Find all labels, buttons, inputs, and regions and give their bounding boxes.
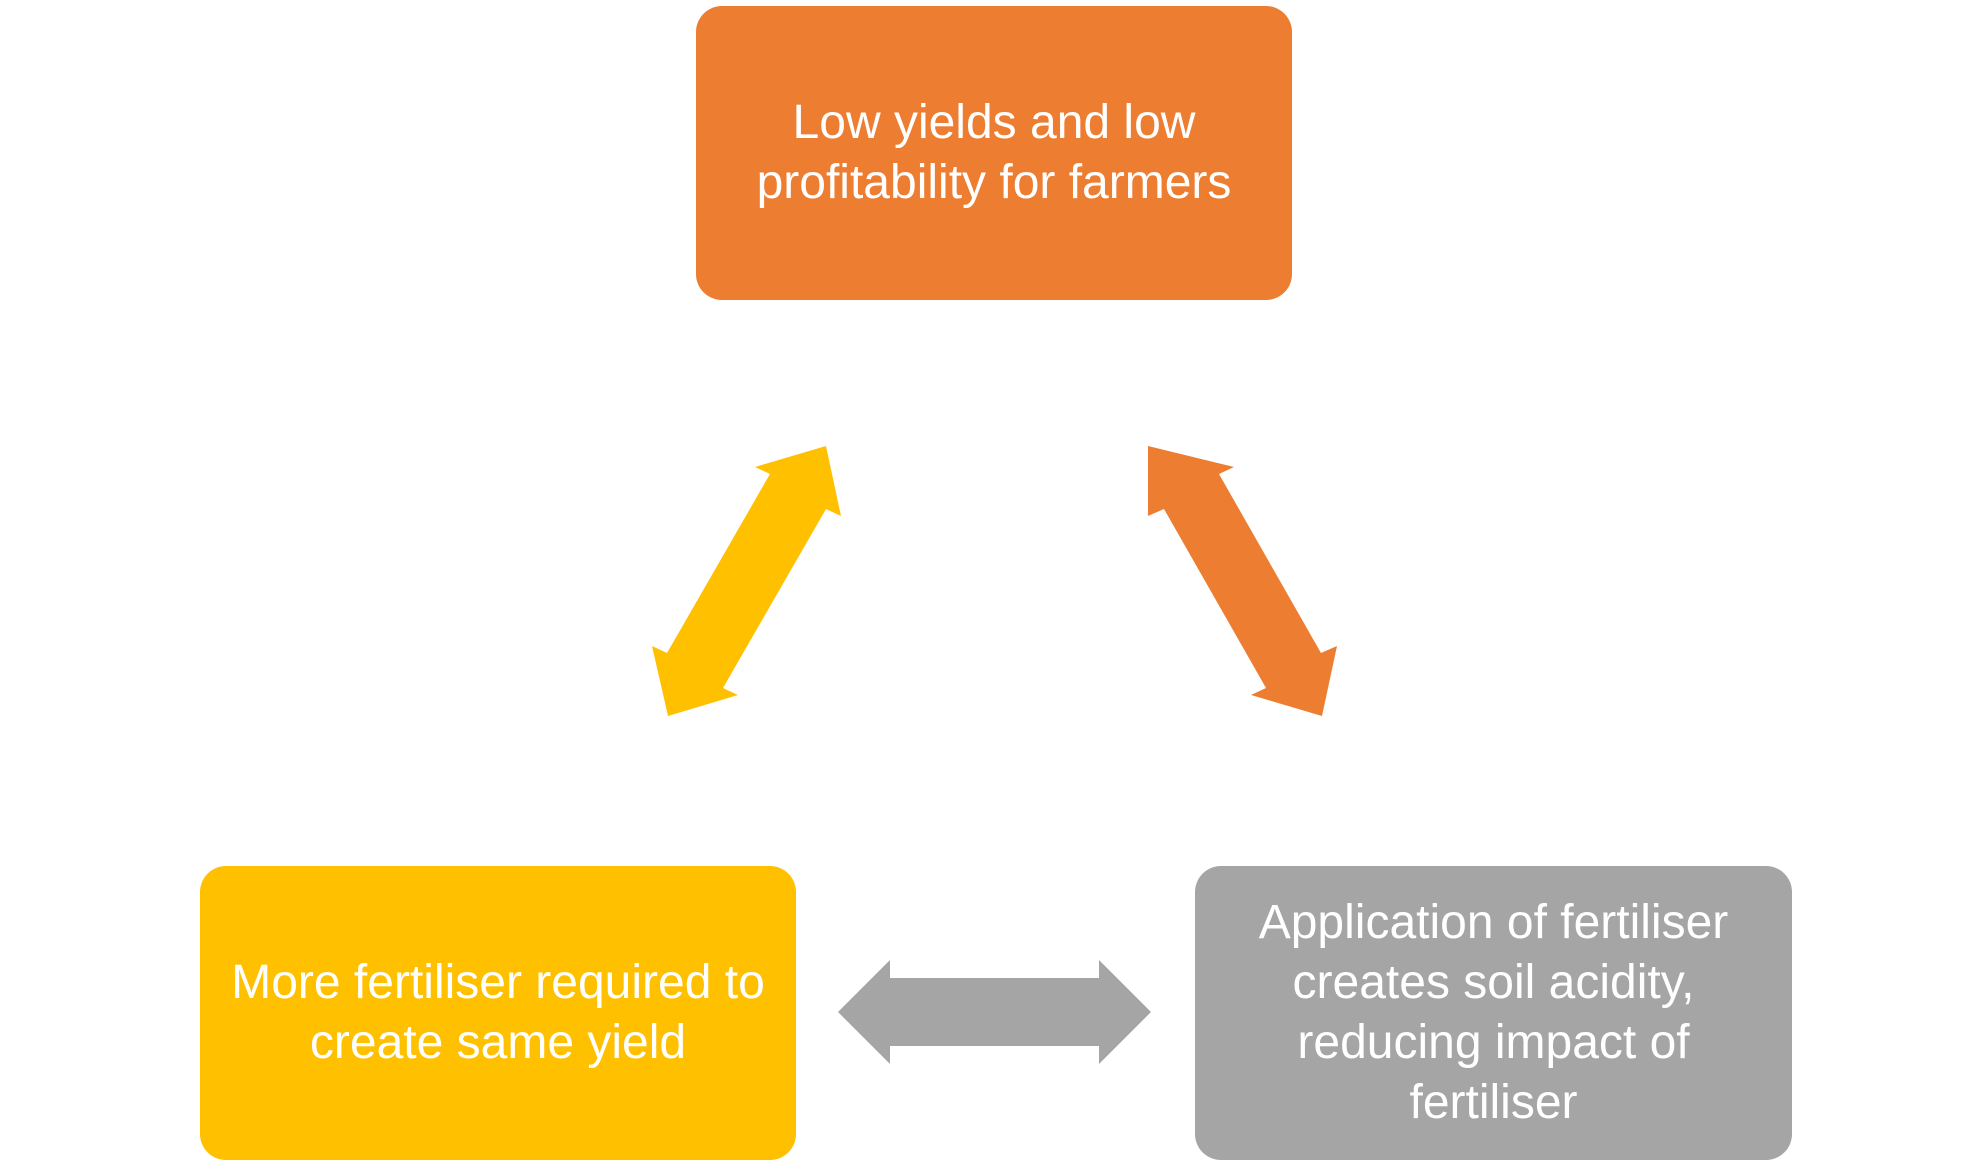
node-low-yields-text: Low yields and low profitability for far… <box>756 96 1232 209</box>
node-more-fertiliser-text: More fertiliser required to create same … <box>231 956 765 1069</box>
node-more-fertiliser: More fertiliser required to create same … <box>200 866 796 1160</box>
node-low-yields: Low yields and low profitability for far… <box>696 6 1292 300</box>
node-soil-acidity-text: Application of fertiliser creates soil a… <box>1258 896 1729 1129</box>
arrow-top-right <box>1148 446 1337 716</box>
arrow-left-top <box>652 446 841 716</box>
arrow-left-right <box>838 960 1151 1064</box>
node-soil-acidity: Application of fertiliser creates soil a… <box>1195 866 1792 1160</box>
